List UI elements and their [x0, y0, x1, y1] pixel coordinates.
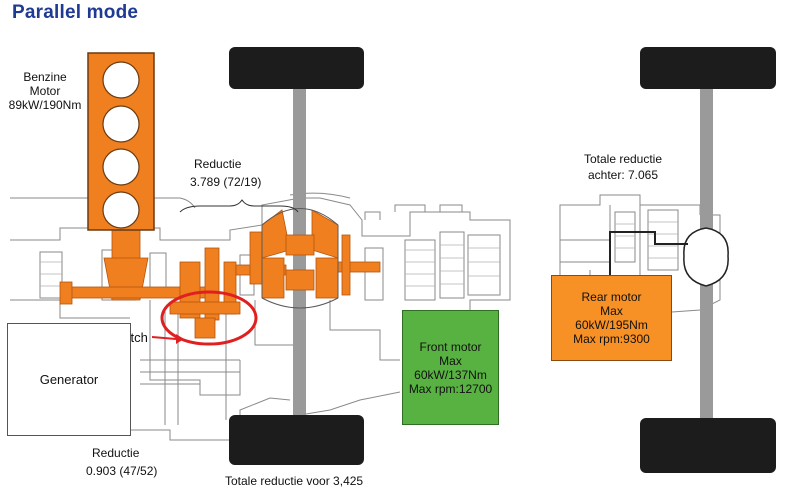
- rear-motor-link: [609, 231, 688, 276]
- engine-cylinder: [102, 105, 140, 143]
- engine-cylinder: [102, 148, 140, 186]
- front-motor-line: Max: [439, 353, 462, 368]
- rear-motor-line: Rear motor: [581, 290, 642, 304]
- reductie-top-line: Reductie: [194, 157, 242, 171]
- front-differential-outline: [261, 208, 339, 309]
- totale-achter-line: Totale reductie: [583, 152, 663, 166]
- reductie-brace: [179, 199, 299, 213]
- rear-motor-line: 60kW/195Nm: [575, 318, 648, 332]
- rear-right-tire: [640, 418, 776, 473]
- clutch-ring: [160, 290, 258, 346]
- generator-box: Generator: [7, 323, 131, 436]
- rear-motor-line: Max: [600, 304, 623, 318]
- reductie-bottom-label: Reductie 0.903 (47/52): [86, 446, 157, 478]
- reductie-top-label: Reductie 3.789 (72/19): [190, 157, 261, 189]
- engine-label: Benzine Motor 89kW/190Nm: [5, 70, 85, 112]
- engine-label-line: Motor: [29, 84, 61, 98]
- reductie-bottom-line: Reductie: [92, 446, 140, 460]
- rear-differential: [683, 227, 729, 287]
- clutch-arrow-head: [176, 334, 184, 344]
- front-housing-hatching: [40, 244, 500, 287]
- engine-cylinder: [102, 61, 140, 99]
- front-right-tire: [229, 415, 364, 465]
- clutch-arrow: [151, 336, 177, 340]
- power-flow-front: [59, 209, 381, 339]
- front-motor-line: Front motor: [419, 339, 482, 354]
- reductie-top-value: 3.789 (72/19): [190, 175, 262, 189]
- front-motor-line: Max rpm:12700: [408, 381, 493, 396]
- diagram-title: Parallel mode: [12, 2, 139, 23]
- generator-label: Generator: [39, 371, 99, 387]
- reductie-bottom-value: 0.903 (47/52): [86, 464, 158, 478]
- engine-label-line: 89kW/190Nm: [8, 98, 82, 112]
- petrol-engine: [87, 52, 155, 231]
- totale-achter-line: achter: 7.065: [587, 168, 659, 182]
- front-motor-box: Front motor Max 60kW/137Nm Max rpm:12700: [402, 310, 499, 425]
- engine-label-line: Benzine: [23, 70, 67, 84]
- front-left-tire: [229, 47, 364, 89]
- rear-housing-hatching: [615, 221, 678, 259]
- rear-left-tire: [640, 47, 776, 89]
- rear-motor-box: Rear motor Max 60kW/195Nm Max rpm:9300: [551, 275, 672, 361]
- rear-motor-line: Max rpm:9300: [573, 332, 650, 346]
- front-motor-line: 60kW/137Nm: [414, 367, 487, 382]
- totale-reductie-voor-label: Totale reductie voor 3,425: [225, 474, 364, 488]
- engine-cylinder: [102, 191, 140, 229]
- totale-reductie-achter-label: Totale reductie achter: 7.065: [565, 152, 681, 182]
- front-axle-shaft: [293, 84, 306, 429]
